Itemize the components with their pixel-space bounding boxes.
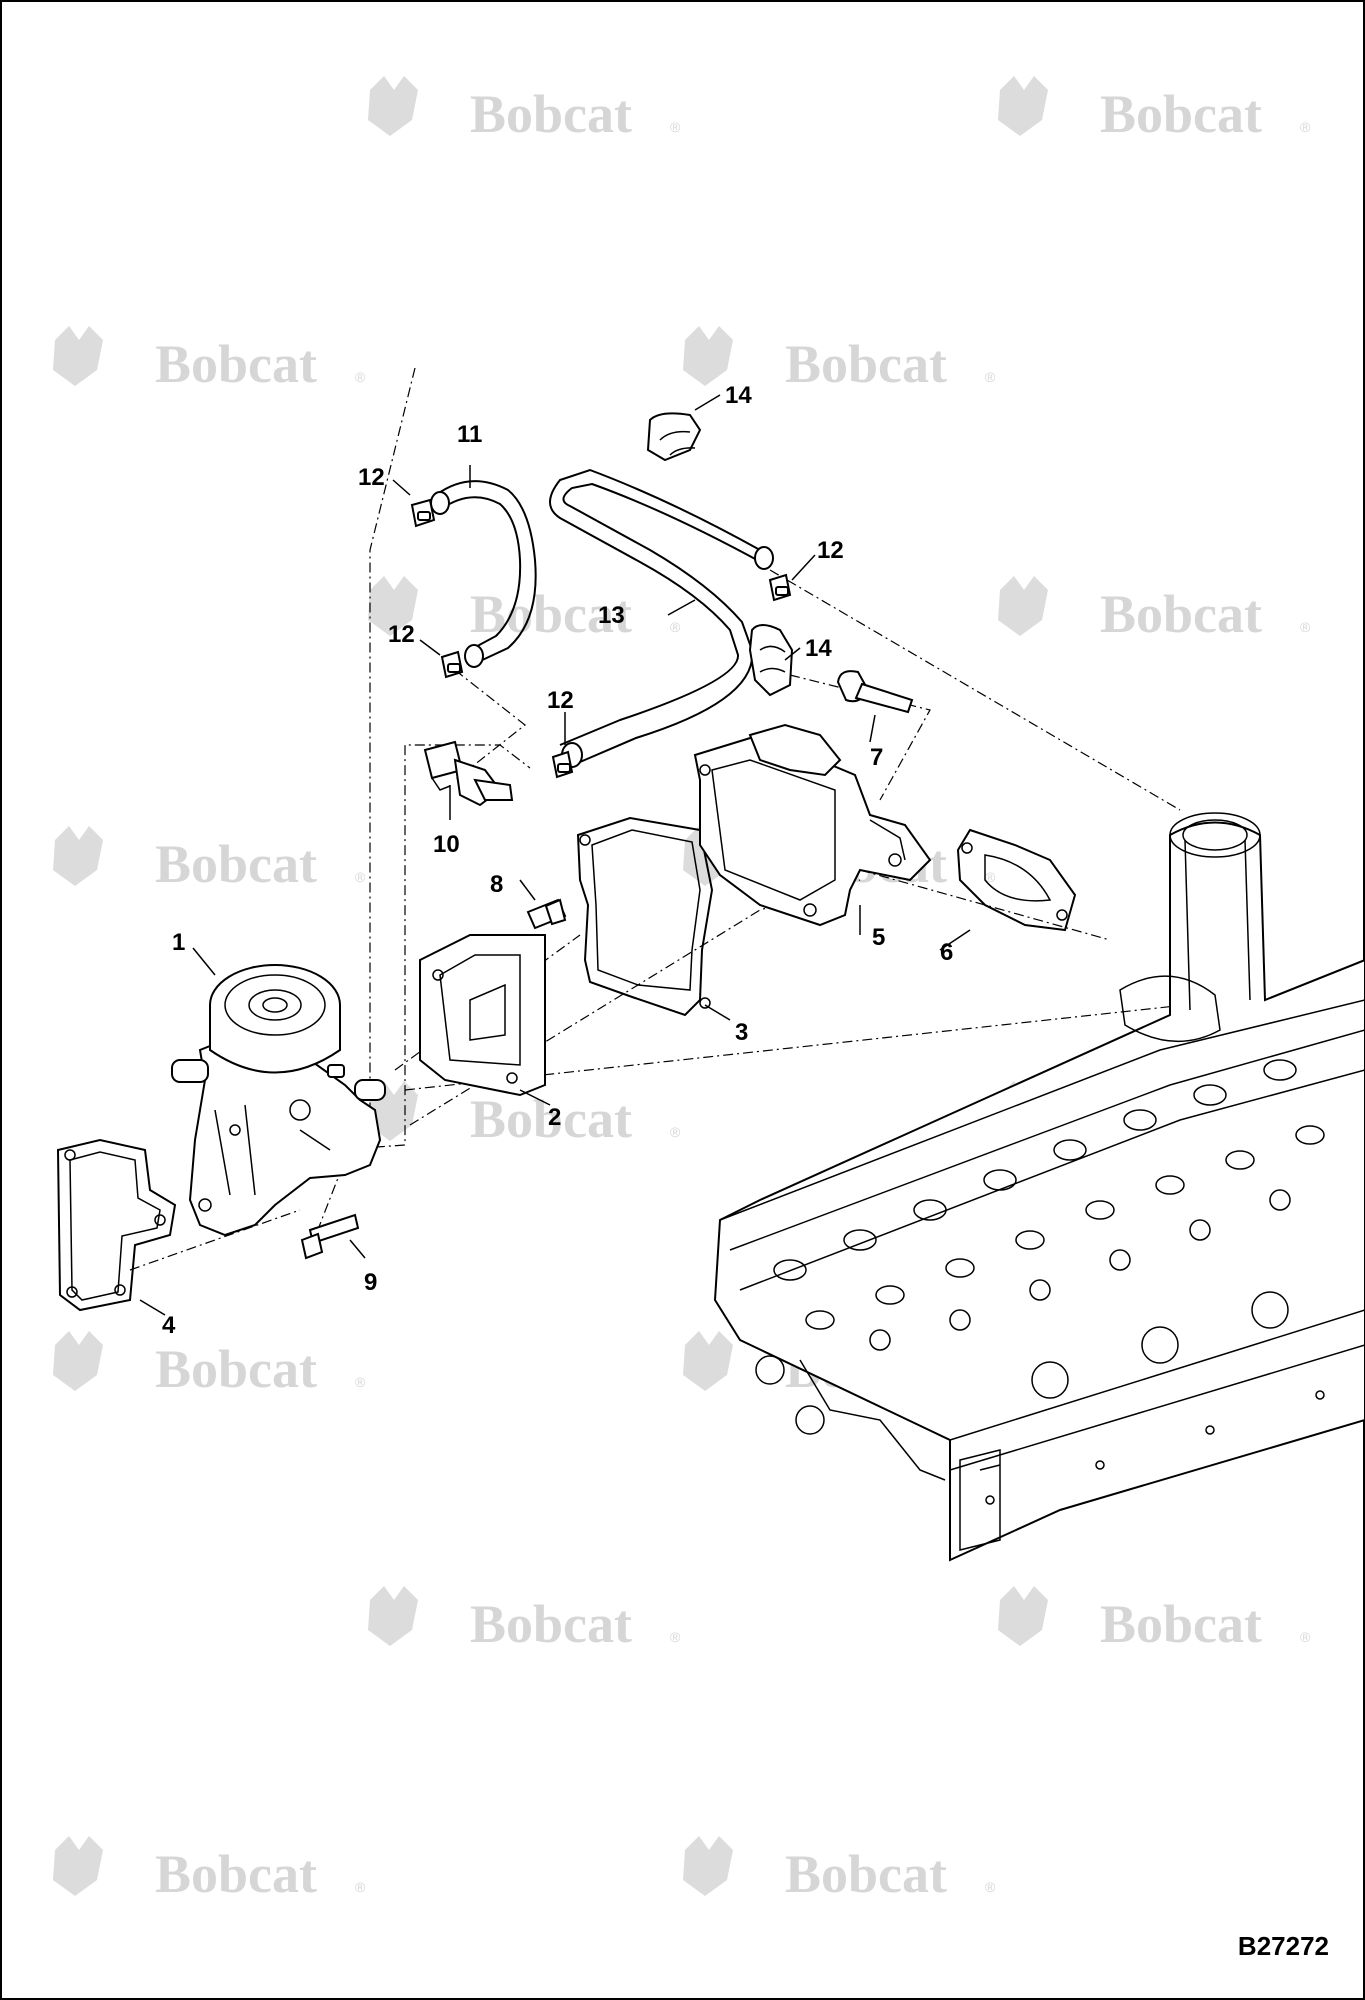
outlet-cover-part <box>693 723 932 927</box>
callout-12b: 12 <box>388 621 415 648</box>
cylinder-head-ports <box>755 1059 1325 1505</box>
svg-text:Bobcat: Bobcat <box>470 1594 632 1654</box>
leader-lines <box>139 394 971 1316</box>
callout-5: 5 <box>872 924 885 951</box>
hose-11-part <box>430 480 537 668</box>
bolt-8-part <box>526 898 567 930</box>
svg-text:®: ® <box>355 869 366 885</box>
valve-plate-part <box>419 934 546 1097</box>
svg-text:Bobcat: Bobcat <box>470 1089 632 1149</box>
callout-14b: 14 <box>805 635 832 662</box>
svg-text:Bobcat: Bobcat <box>785 1844 947 1904</box>
svg-text:Bobcat: Bobcat <box>470 84 632 144</box>
svg-text:®: ® <box>985 369 996 385</box>
watermark: Bobcat ® <box>368 1586 681 1654</box>
callout-2: 2 <box>548 1104 561 1131</box>
watermark: Bobcat ® <box>53 1836 366 1904</box>
bolt-9-part <box>300 1213 360 1260</box>
housing-gasket-part <box>56 1138 177 1312</box>
callout-12c: 12 <box>547 687 574 714</box>
svg-text:®: ® <box>670 1124 681 1140</box>
svg-text:®: ® <box>985 1879 996 1895</box>
callout-7: 7 <box>870 744 883 771</box>
svg-text:®: ® <box>670 1629 681 1645</box>
callout-13: 13 <box>598 602 625 629</box>
svg-text:Bobcat: Bobcat <box>155 1844 317 1904</box>
hose-clamp-12a-part <box>410 498 436 528</box>
svg-text:®: ® <box>670 619 681 635</box>
callout-4: 4 <box>162 1312 176 1339</box>
callout-6: 6 <box>940 939 953 966</box>
svg-text:Bobcat: Bobcat <box>1100 1594 1262 1654</box>
hose-clip-14a-part <box>646 412 702 462</box>
hose-clamp-12b-part <box>440 650 464 679</box>
callout-12d: 12 <box>817 537 844 564</box>
watermark: Bobcat ® <box>53 826 366 894</box>
watermark: Bobcat® <box>368 576 681 644</box>
svg-text:®: ® <box>355 369 366 385</box>
svg-text:Bobcat: Bobcat <box>155 834 317 894</box>
watermark: Bobcat ® <box>53 1331 366 1399</box>
watermark: Bobcat ® <box>998 76 1311 144</box>
temperature-sender-part <box>423 740 514 807</box>
watermark: Bobcat ® <box>368 1081 681 1149</box>
callout-labels: 1 2 3 4 5 6 7 8 9 10 11 12 12 12 12 13 1… <box>162 382 953 1339</box>
svg-text:Bobcat: Bobcat <box>155 334 317 394</box>
svg-text:®: ® <box>1300 619 1311 635</box>
callout-10: 10 <box>433 831 460 858</box>
svg-text:Bobcat: Bobcat <box>1100 584 1262 644</box>
svg-text:®: ® <box>1300 119 1311 135</box>
callout-8: 8 <box>490 871 503 898</box>
watermark: Bobcat ® <box>998 1586 1311 1654</box>
watermark: Bobcat ® <box>998 576 1311 644</box>
outlet-gasket-part <box>956 828 1077 932</box>
svg-text:®: ® <box>355 1879 366 1895</box>
callout-14a: 14 <box>725 382 752 409</box>
svg-text:®: ® <box>355 1374 366 1390</box>
svg-text:Bobcat: Bobcat <box>785 334 947 394</box>
hose-clip-14b-part <box>748 624 794 697</box>
watermark: Bobcat ® <box>53 326 366 394</box>
thermostat-housing-part <box>171 964 386 1237</box>
watermark: Bobcat ® <box>683 326 996 394</box>
callout-12a: 12 <box>358 464 385 491</box>
watermark: Bobcat ® <box>368 76 681 144</box>
cylinder-head-part <box>713 812 1365 1562</box>
svg-text:Bobcat: Bobcat <box>1100 84 1262 144</box>
hose-clamp-12d-part <box>768 573 792 602</box>
svg-text:Bobcat: Bobcat <box>155 1339 317 1399</box>
callout-3: 3 <box>735 1019 748 1046</box>
svg-text:®: ® <box>670 119 681 135</box>
svg-text:®: ® <box>1300 1629 1311 1645</box>
callout-9: 9 <box>364 1269 377 1296</box>
bolt-7-part <box>836 670 914 714</box>
figure-id-label: B27272 <box>1237 1931 1329 1961</box>
callout-1: 1 <box>172 929 185 956</box>
callout-11: 11 <box>457 421 482 448</box>
svg-text:®: ® <box>985 869 996 885</box>
watermark: Bobcat ® <box>683 1836 996 1904</box>
hose-clamp-12c-part <box>551 750 574 779</box>
